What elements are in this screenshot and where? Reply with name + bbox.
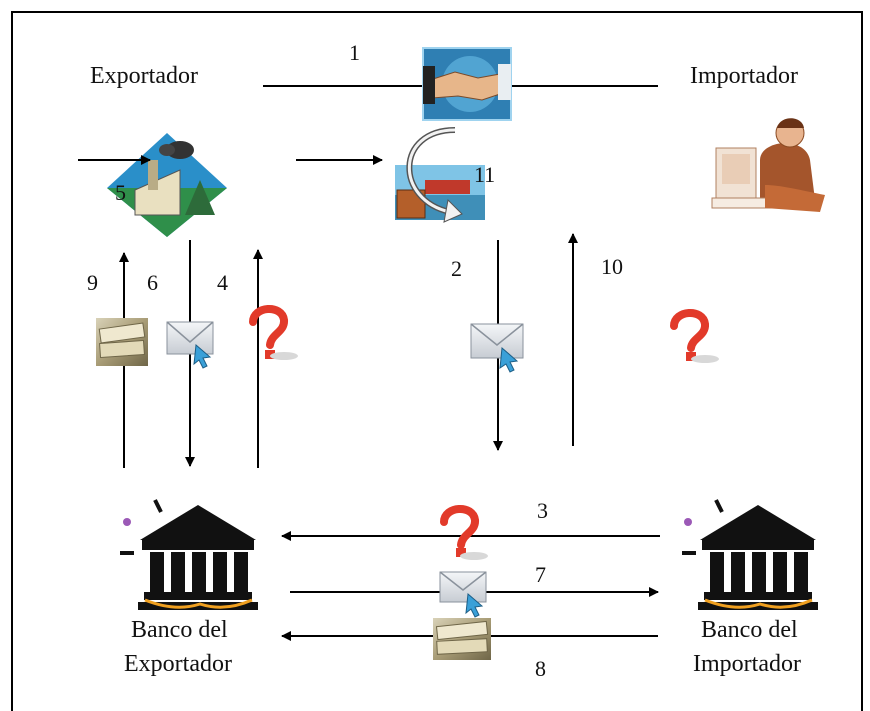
- step-4-label: 4: [217, 270, 228, 295]
- exporter-bank-icon: [120, 499, 258, 610]
- importer-bank-label-line1: Banco del: [701, 617, 798, 643]
- person-at-computer-icon: [711, 118, 825, 212]
- step-3-label: 3: [537, 498, 548, 523]
- handshake-icon: [422, 47, 512, 121]
- factory-icon: [107, 133, 227, 237]
- envelope-icon-step-2: [470, 323, 524, 373]
- step-7-label: 7: [535, 562, 546, 587]
- step-8-label: 8: [535, 656, 546, 681]
- step-2-label: 2: [451, 256, 462, 281]
- envelope-icon-step-7: [439, 571, 487, 618]
- envelope-icon-step-6: [166, 321, 214, 369]
- step-1-label: 1: [349, 40, 360, 65]
- ship-loading-icon: [395, 127, 485, 223]
- exporter-label: Exportador: [90, 63, 198, 89]
- step-6-label: 6: [147, 270, 158, 295]
- step-10-label: 10: [601, 254, 623, 279]
- importer-label: Importador: [690, 63, 798, 89]
- question-mark-icon-step-10: [670, 309, 719, 363]
- exporter-bank-label-line1: Banco del: [131, 617, 228, 643]
- question-mark-icon-step-4: [249, 305, 298, 360]
- diagram-frame: [11, 11, 863, 711]
- step-5-label: 5: [115, 180, 126, 205]
- money-bills-icon-step-8: [433, 618, 491, 660]
- money-bills-icon-step-9: [96, 318, 148, 366]
- step-9-label: 9: [87, 270, 98, 295]
- exporter-bank-label-line2: Exportador: [124, 651, 232, 677]
- importer-bank-icon: [682, 499, 818, 610]
- importer-bank-label-line2: Importador: [693, 651, 801, 677]
- step-11-label: 11: [474, 162, 495, 187]
- question-mark-icon-step-3: [440, 505, 488, 560]
